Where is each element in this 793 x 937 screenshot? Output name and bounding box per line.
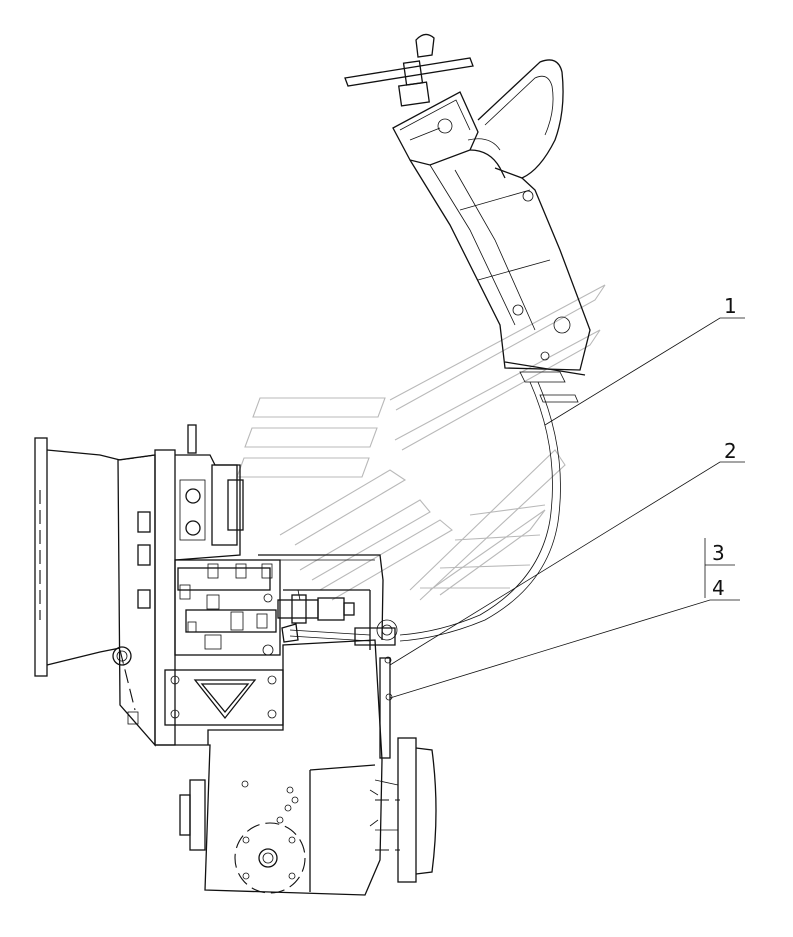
shift-lever-assembly [344, 33, 591, 642]
callout-4: 4 [712, 576, 725, 600]
watermark [236, 284, 606, 601]
callout-2: 2 [724, 439, 737, 463]
transmission-assembly [34, 424, 437, 896]
leader-lines [389, 317, 745, 699]
callout-1: 1 [724, 294, 737, 318]
callout-3: 3 [712, 541, 725, 565]
